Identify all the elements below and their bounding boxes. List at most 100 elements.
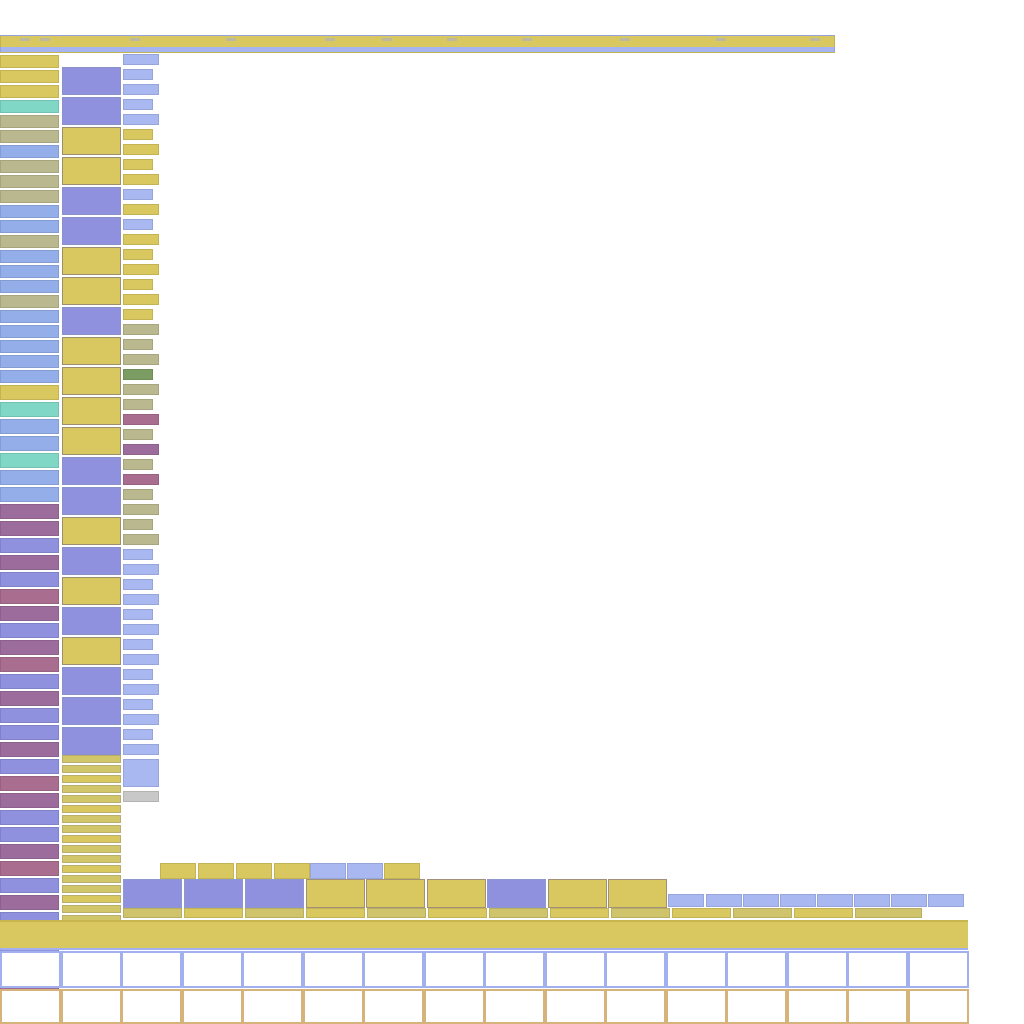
left-bar bbox=[0, 295, 59, 308]
right-stair-bar bbox=[123, 204, 159, 215]
left-panel bbox=[62, 667, 121, 695]
top-step-box bbox=[160, 863, 196, 879]
right-stair-bar bbox=[123, 279, 153, 290]
right-stair-bar bbox=[123, 99, 153, 110]
right-stair-bar bbox=[123, 579, 153, 590]
table-cell bbox=[726, 951, 787, 988]
left-bar bbox=[0, 340, 59, 353]
left-panel bbox=[62, 487, 121, 515]
left-panel bbox=[62, 697, 121, 725]
middle-panel bbox=[306, 879, 365, 908]
table-cell bbox=[0, 989, 61, 1024]
left-bar bbox=[0, 878, 59, 893]
right-stair-bar bbox=[123, 519, 153, 530]
left-bar bbox=[0, 453, 59, 468]
left-panel bbox=[62, 67, 121, 95]
top-mark bbox=[716, 38, 726, 41]
right-small-tile bbox=[854, 894, 890, 907]
top-mark bbox=[522, 38, 532, 41]
table-cell bbox=[907, 989, 969, 1024]
left-bar bbox=[0, 708, 59, 723]
left-panel bbox=[62, 547, 121, 575]
right-small-tile bbox=[668, 894, 704, 907]
table-cell bbox=[907, 951, 969, 988]
left-bar bbox=[0, 419, 59, 434]
right-stair-bar bbox=[123, 369, 153, 380]
lower-left-strip bbox=[62, 825, 121, 833]
right-small-tile bbox=[817, 894, 853, 907]
table-cell bbox=[242, 951, 303, 988]
left-bar bbox=[0, 776, 59, 791]
top-step-box bbox=[310, 863, 346, 879]
left-panel bbox=[62, 427, 121, 455]
bottom-track-segment bbox=[489, 908, 548, 918]
left-bar bbox=[0, 70, 59, 83]
right-stair-bar bbox=[123, 609, 153, 620]
left-panel bbox=[62, 247, 121, 275]
table-cell bbox=[242, 989, 303, 1024]
lower-left-strip bbox=[62, 865, 121, 873]
left-bar bbox=[0, 220, 59, 233]
top-mark bbox=[40, 38, 50, 41]
right-stair-bar bbox=[123, 294, 159, 305]
right-stair-bar bbox=[123, 594, 159, 605]
left-bar bbox=[0, 589, 59, 604]
table-cell bbox=[121, 989, 182, 1024]
left-bar bbox=[0, 436, 59, 451]
left-bar bbox=[0, 160, 59, 173]
right-stair-bar bbox=[123, 444, 159, 455]
top-mark bbox=[382, 38, 392, 41]
right-small-tile bbox=[743, 894, 779, 907]
top-mark bbox=[130, 38, 140, 41]
right-stair-bar bbox=[123, 429, 153, 440]
left-bar bbox=[0, 190, 59, 203]
left-bar bbox=[0, 385, 59, 400]
middle-panel bbox=[366, 879, 425, 908]
left-bar bbox=[0, 793, 59, 808]
left-bar bbox=[0, 115, 59, 128]
right-stair-bar bbox=[123, 459, 153, 470]
left-bar bbox=[0, 606, 59, 621]
table-cell bbox=[665, 989, 727, 1024]
right-stair-bar bbox=[123, 129, 153, 140]
lower-left-strip bbox=[62, 755, 121, 763]
table-cell bbox=[181, 951, 243, 988]
lower-left-strip bbox=[62, 845, 121, 853]
left-bar bbox=[0, 55, 59, 68]
right-stair-bar bbox=[123, 249, 153, 260]
table-cell bbox=[121, 951, 182, 988]
lower-left-strip bbox=[62, 795, 121, 803]
table-cell bbox=[544, 951, 606, 988]
left-bar bbox=[0, 235, 59, 248]
left-panel bbox=[62, 727, 121, 755]
right-stair-bar bbox=[123, 399, 153, 410]
table-cell bbox=[665, 951, 727, 988]
table-cell bbox=[847, 989, 908, 1024]
middle-panel bbox=[184, 879, 243, 908]
right-stair-bar bbox=[123, 654, 159, 665]
table-cell bbox=[302, 951, 364, 988]
bottom-track-segment bbox=[123, 908, 182, 918]
right-stair-bar bbox=[123, 744, 159, 755]
left-bar bbox=[0, 310, 59, 323]
lower-left-strip bbox=[62, 895, 121, 903]
top-mark bbox=[20, 38, 30, 41]
left-panel bbox=[62, 517, 121, 545]
middle-panel bbox=[487, 879, 546, 908]
right-stair-bar bbox=[123, 144, 159, 155]
table-cell bbox=[181, 989, 243, 1024]
left-bar bbox=[0, 175, 59, 188]
table-cell bbox=[484, 951, 545, 988]
left-bar bbox=[0, 145, 59, 158]
lower-left-strip bbox=[62, 835, 121, 843]
middle-panel bbox=[245, 879, 304, 908]
table-cell bbox=[847, 951, 908, 988]
bottom-track-segment bbox=[794, 908, 853, 918]
right-small-tile bbox=[928, 894, 964, 907]
right-stair-bar bbox=[123, 474, 159, 485]
left-bar bbox=[0, 742, 59, 757]
middle-panel bbox=[548, 879, 607, 908]
right-stair-bar bbox=[123, 159, 153, 170]
table-cell bbox=[423, 989, 485, 1024]
